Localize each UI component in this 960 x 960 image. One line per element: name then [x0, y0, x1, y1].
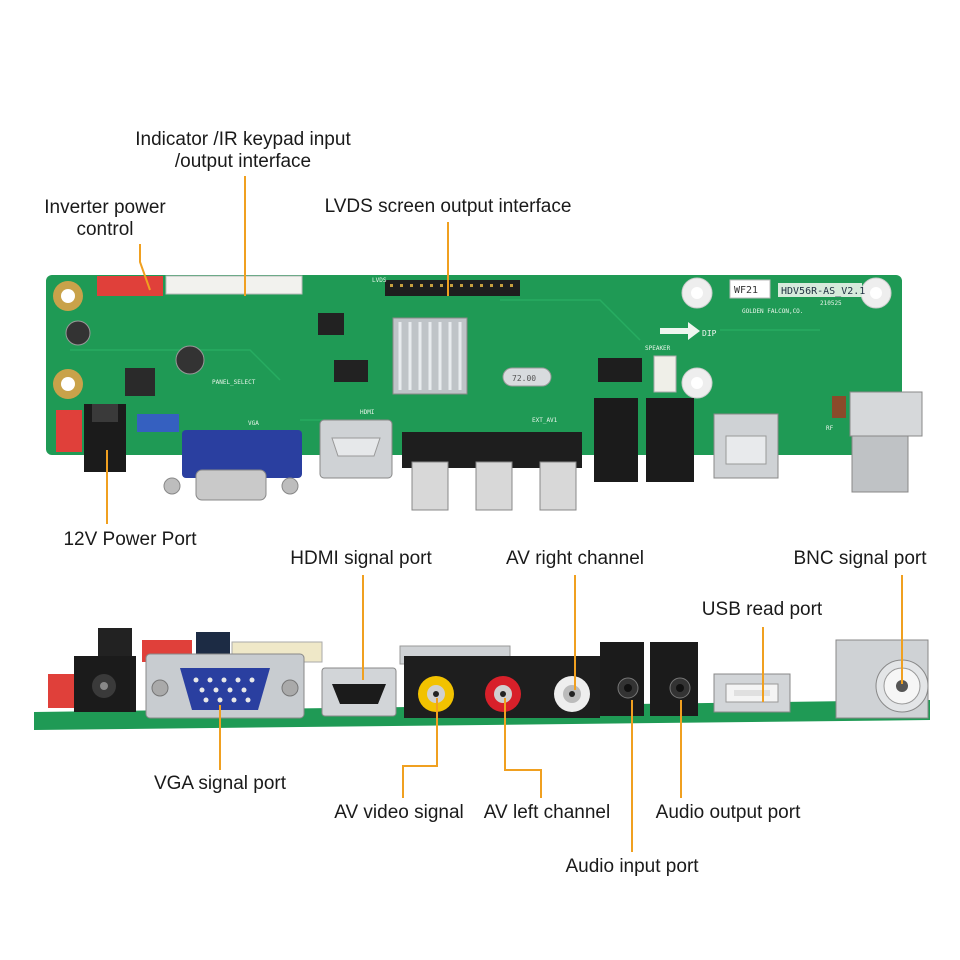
ic-chip	[334, 360, 368, 382]
label-usb: USB read port	[701, 599, 823, 620]
crystal	[502, 367, 552, 387]
silk-speaker: SPEAKER	[645, 345, 671, 352]
red-header-front	[48, 674, 78, 708]
silk-dip: DIP	[702, 329, 717, 338]
silk-maker: GOLDEN FALCON,CO.	[742, 308, 803, 315]
label-av-video: AV video signal	[334, 802, 464, 823]
lvds-header	[385, 280, 520, 296]
indicator-header	[165, 275, 303, 295]
bottom-board	[34, 628, 930, 730]
label-indicator: Indicator /IR keypad input /output inter…	[135, 129, 350, 173]
silk-rf: RF	[826, 425, 834, 432]
speaker-header	[653, 355, 677, 393]
small-red-header	[56, 410, 82, 452]
capacitor	[65, 320, 91, 346]
leader-av-video	[402, 698, 438, 798]
label-inverter: Inverter power control	[44, 197, 165, 241]
silk-ext-av1: EXT_AV1	[532, 417, 558, 424]
label-indicator-line2: /output interface	[174, 151, 312, 172]
wf-label	[729, 279, 771, 299]
inductor	[125, 368, 155, 396]
audio-input-jack	[600, 642, 644, 716]
leader-inverter	[139, 244, 151, 291]
label-vga: VGA signal port	[153, 773, 287, 794]
silk-panel-select: PANEL_SELECT	[212, 379, 256, 386]
label-indicator-line1: Indicator /IR keypad input	[135, 129, 351, 150]
label-hdmi: HDMI signal port	[290, 548, 432, 569]
vga-port-top	[182, 430, 302, 478]
capacitor	[175, 345, 205, 375]
silk-model: HDV56R-AS_V2.1	[781, 286, 865, 297]
bnc-port-top	[849, 391, 923, 437]
silk-date: 210525	[820, 300, 842, 307]
label-av-left: AV left channel	[483, 802, 611, 823]
silk-wf: WF21	[734, 285, 758, 296]
ic-chip	[598, 358, 642, 382]
capacitor-back	[196, 632, 230, 656]
rca-ports-top	[402, 432, 582, 511]
label-inverter-line1: Inverter power	[44, 197, 166, 218]
label-audio-out: Audio output port	[655, 802, 801, 823]
label-inverter-line2: control	[76, 219, 134, 240]
inverter-header	[97, 276, 163, 296]
audio-jack-top	[594, 398, 638, 482]
audio-jack-top	[646, 398, 694, 482]
silk-crystal: 72.00	[512, 374, 536, 383]
top-board: LVDS 72.00 SPEAKER	[46, 275, 923, 511]
ic-chip	[318, 313, 344, 335]
leader-av-left	[504, 698, 542, 798]
dip-arrow	[660, 322, 700, 340]
blue-header	[137, 414, 179, 432]
audio-output-jack	[650, 642, 698, 716]
label-bnc: BNC signal port	[793, 548, 927, 569]
model-label-bg	[778, 283, 862, 297]
silk-lvds: LVDS	[372, 277, 387, 284]
silk-vga: VGA	[248, 420, 259, 427]
label-av-right: AV right channel	[505, 548, 645, 569]
label-lvds: LVDS screen output interface	[324, 196, 572, 217]
usb-port-top	[713, 413, 779, 479]
label-12v: 12V Power Port	[63, 529, 197, 550]
label-audio-in: Audio input port	[565, 856, 699, 877]
silk-hdmi: HDMI	[360, 409, 375, 416]
mounting-holes	[53, 277, 892, 399]
capacitor-back	[98, 628, 132, 658]
leader-lines	[106, 176, 903, 852]
